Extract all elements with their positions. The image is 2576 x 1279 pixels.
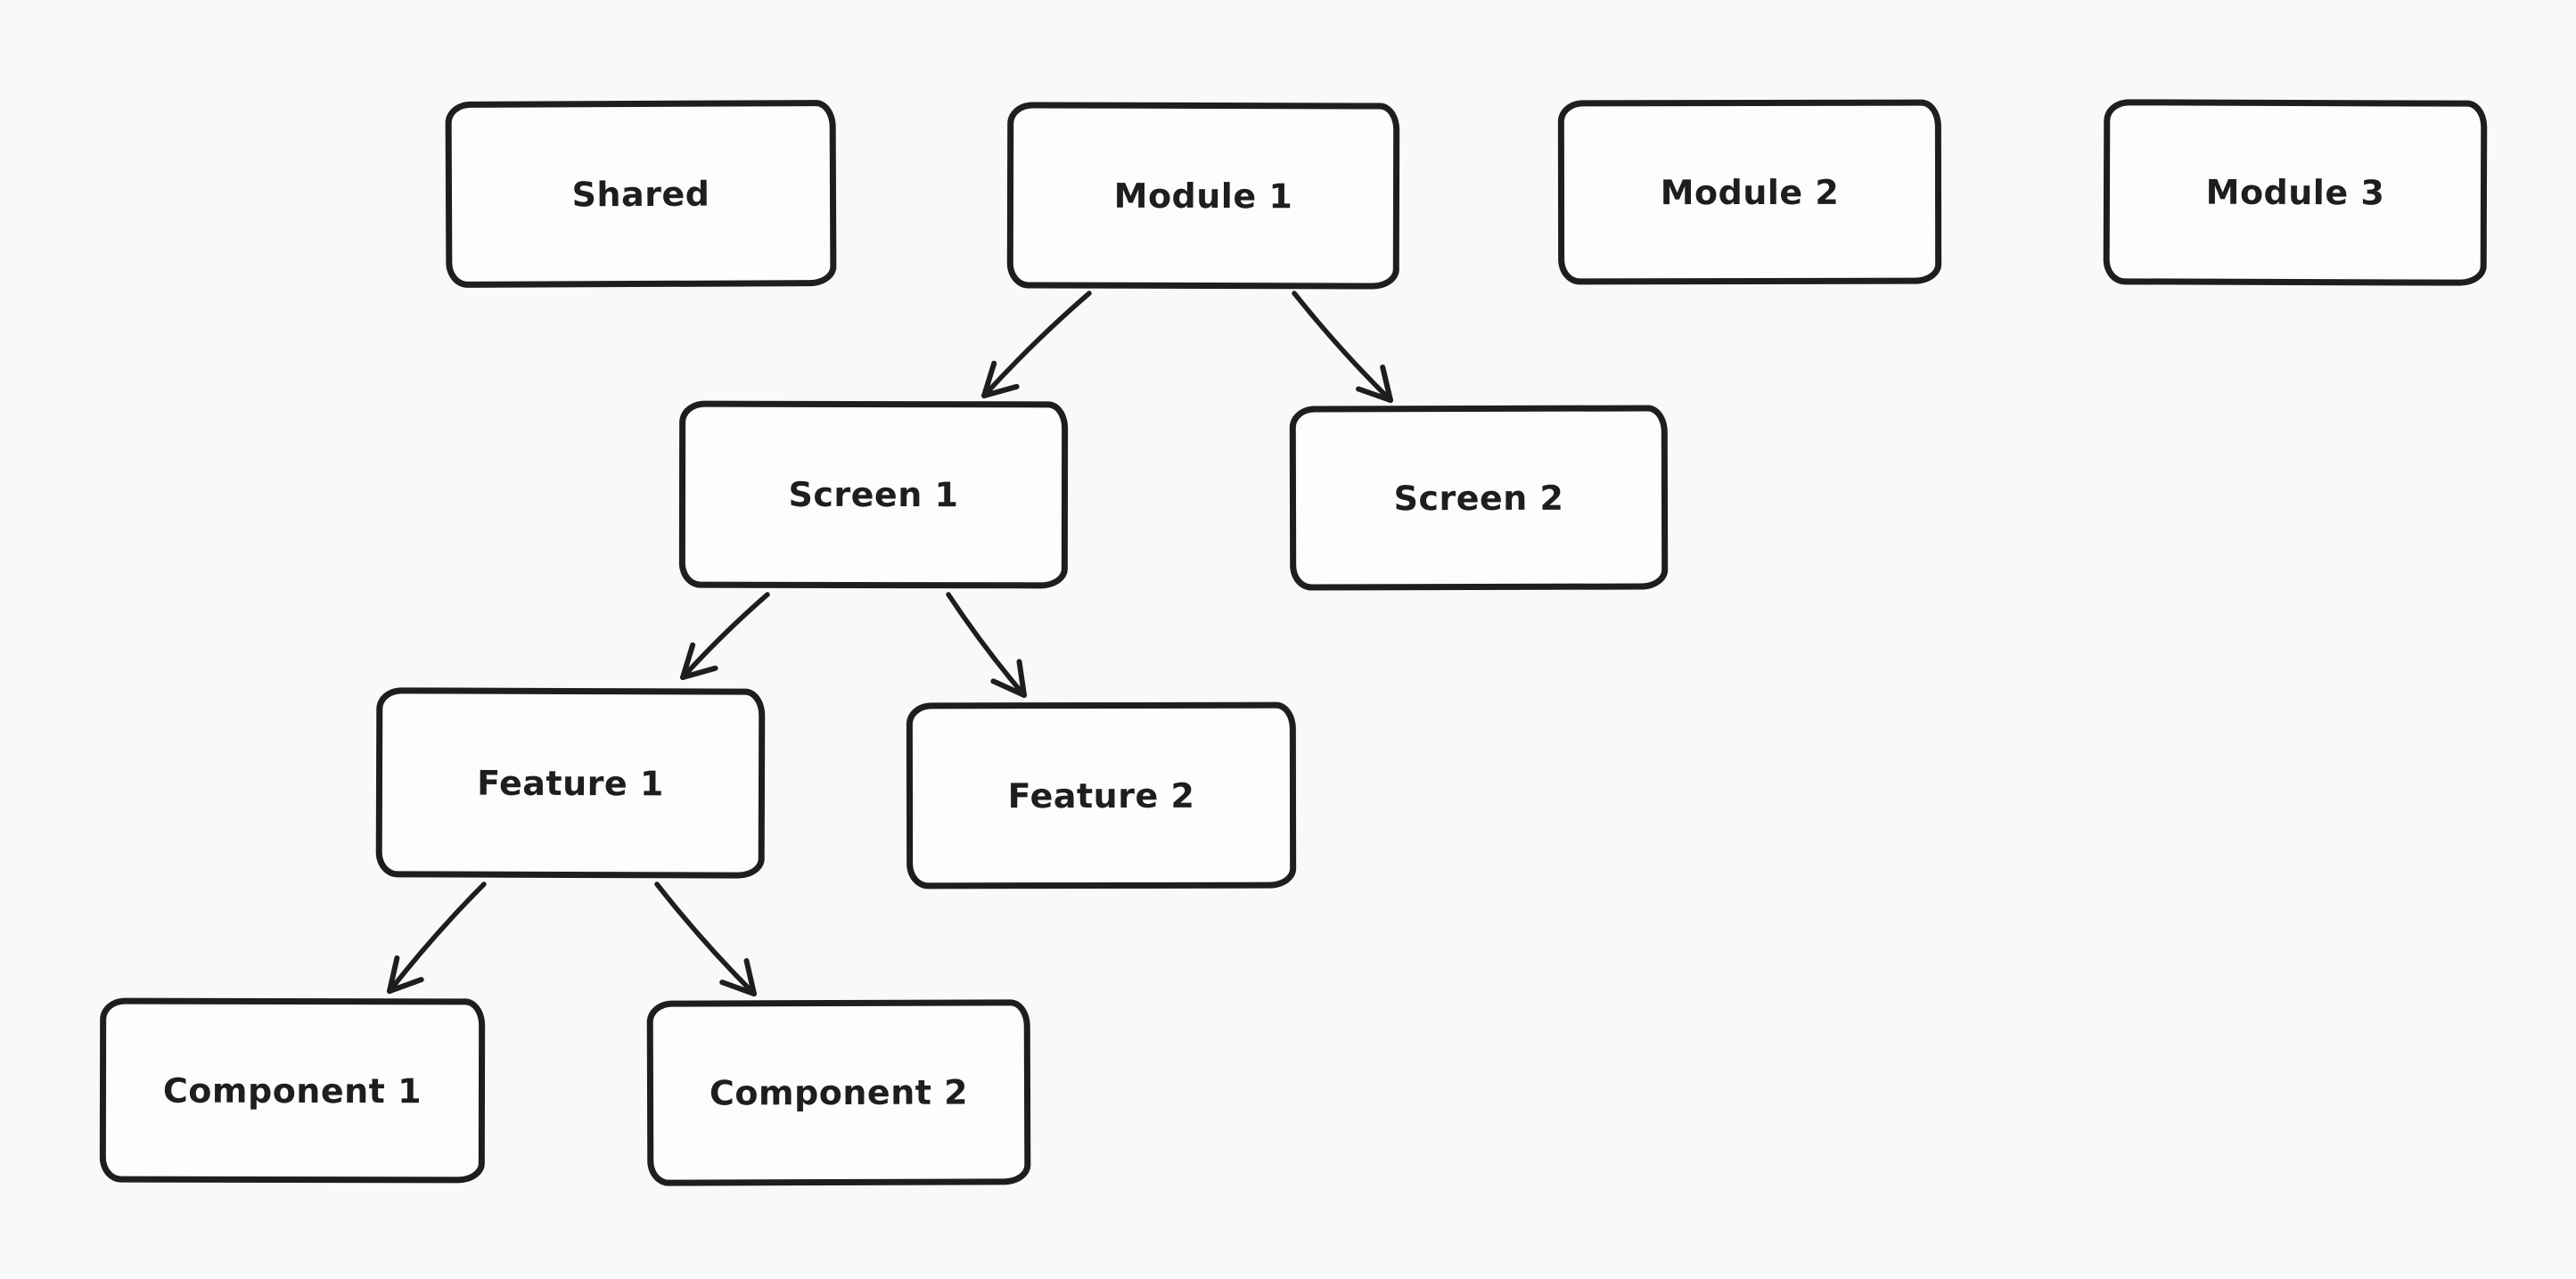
- arrow-module-1-to-screen-1[interactable]: [981, 291, 1092, 398]
- node-screen-2[interactable]: Screen 2: [1289, 405, 1669, 591]
- node-module-1-label: Module 1: [1113, 176, 1293, 216]
- node-module-3[interactable]: Module 3: [2103, 99, 2488, 286]
- arrow-feature-1-to-component-1[interactable]: [387, 881, 487, 994]
- node-feature-2-label: Feature 2: [1007, 775, 1195, 816]
- arrow-feature-1-to-component-2[interactable]: [654, 881, 757, 996]
- arrow-screen-1-to-feature-2[interactable]: [946, 592, 1027, 698]
- node-feature-2[interactable]: Feature 2: [906, 701, 1297, 890]
- node-screen-1-label: Screen 1: [788, 474, 959, 515]
- node-feature-1-label: Feature 1: [477, 763, 664, 803]
- node-module-2-label: Module 2: [1660, 172, 1840, 212]
- node-component-2-label: Component 2: [709, 1072, 969, 1113]
- node-shared-label: Shared: [571, 174, 710, 214]
- node-feature-1[interactable]: Feature 1: [375, 687, 766, 879]
- node-shared[interactable]: Shared: [445, 100, 837, 288]
- node-module-1[interactable]: Module 1: [1006, 102, 1400, 290]
- node-module-3-label: Module 3: [2205, 172, 2385, 213]
- node-module-2[interactable]: Module 2: [1557, 99, 1942, 285]
- node-component-1-label: Component 1: [162, 1070, 422, 1111]
- node-component-1[interactable]: Component 1: [99, 997, 486, 1184]
- node-component-2[interactable]: Component 2: [646, 999, 1031, 1186]
- arrow-module-1-to-screen-2[interactable]: [1292, 291, 1393, 403]
- node-screen-1[interactable]: Screen 1: [678, 400, 1069, 589]
- node-screen-2-label: Screen 2: [1393, 478, 1564, 518]
- arrow-screen-1-to-feature-1[interactable]: [680, 592, 770, 680]
